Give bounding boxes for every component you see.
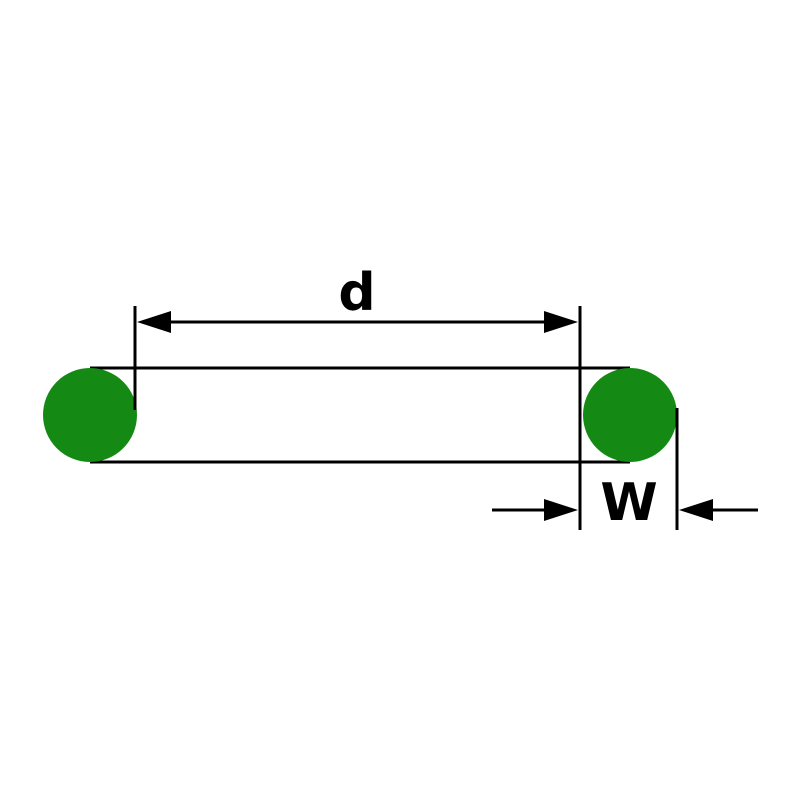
ring-cross-section-left [43,368,137,462]
ring-cross-section-right [583,368,677,462]
inner-diameter-label: d [338,263,375,323]
diameter-arrowhead-left [137,311,171,333]
diameter-arrowhead-right [544,311,578,333]
cross-section-width-dimension: W [492,473,758,533]
width-arrowhead-left [544,499,578,521]
cross-section-width-label: W [600,473,657,533]
width-arrowhead-right [679,499,713,521]
inner-diameter-dimension: d [137,263,578,333]
